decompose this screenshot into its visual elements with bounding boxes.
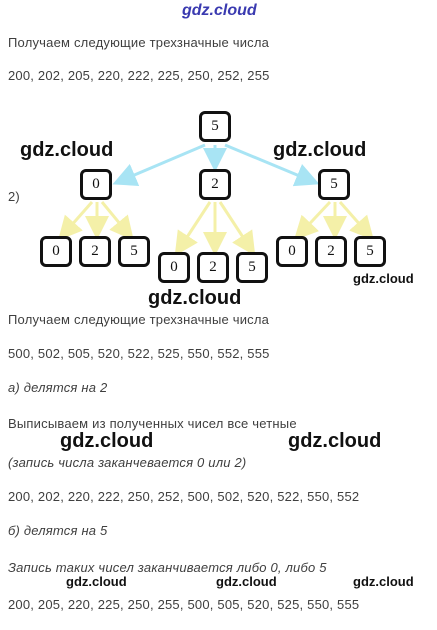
watermark: gdz.cloud: [353, 574, 414, 589]
watermark: gdz.cloud: [148, 287, 242, 309]
tree-leaf: 0: [158, 252, 190, 283]
arrow-0-to-0: [58, 201, 94, 241]
part-a-note: (запись числа заканчевается 0 или 2): [8, 455, 247, 470]
tree-node-5: 5: [318, 169, 350, 200]
arrow-5-to-0: [293, 200, 332, 241]
arrow-root-to-5: [224, 143, 320, 187]
part-b-label: б) делятся на 5: [8, 523, 108, 538]
part-a-numbers: 200, 202, 220, 222, 250, 252, 500, 502, …: [8, 489, 360, 504]
section2-intro: Получаем следующие трехзначные числа: [8, 312, 270, 327]
watermark: gdz.cloud: [353, 271, 414, 286]
arrow-2-to-5: [218, 201, 256, 257]
part-b-numbers: 200, 205, 220, 225, 250, 255, 500, 505, …: [8, 597, 360, 612]
tree-leaf: 0: [276, 236, 308, 267]
section2-numbers: 500, 502, 505, 520, 522, 525, 550, 552, …: [8, 346, 270, 361]
arrow-0-to-5: [100, 201, 134, 241]
tree-leaf: 5: [118, 236, 150, 267]
tree-leaf: 5: [236, 252, 268, 283]
watermark: gdz.cloud: [288, 430, 382, 452]
watermark: gdz.cloud: [66, 574, 127, 589]
section1-numbers: 200, 202, 205, 220, 222, 225, 250, 252, …: [8, 68, 270, 83]
arrow-root-to-0: [112, 143, 206, 186]
tree-leaf: 2: [197, 252, 229, 283]
part-a-instruction: Выписываем из полученных чисел все четны…: [8, 416, 297, 431]
section1-intro: Получаем следующие трехзначные числа: [8, 35, 270, 50]
arrow-2-to-0: [174, 201, 212, 257]
part-a-label: а) делятся на 2: [8, 380, 108, 395]
tree-label: 2): [8, 189, 20, 204]
watermark: gdz.cloud: [273, 139, 367, 161]
tree-leaf: 2: [315, 236, 347, 267]
tree-leaf: 0: [40, 236, 72, 267]
tree-root-node: 5: [199, 111, 231, 142]
part-b-note: Запись таких чисел заканчивается либо 0,…: [8, 560, 327, 575]
tree-leaf: 2: [79, 236, 111, 267]
watermark: gdz.cloud: [216, 574, 277, 589]
tree-node-2: 2: [199, 169, 231, 200]
tree-leaf: 5: [354, 236, 386, 267]
watermark: gdz.cloud: [60, 430, 154, 452]
tree-node-0: 0: [80, 169, 112, 200]
tree-connectors: [58, 143, 374, 257]
site-header: gdz.cloud: [182, 2, 257, 19]
watermark: gdz.cloud: [20, 139, 114, 161]
arrow-5-to-5: [338, 201, 374, 241]
